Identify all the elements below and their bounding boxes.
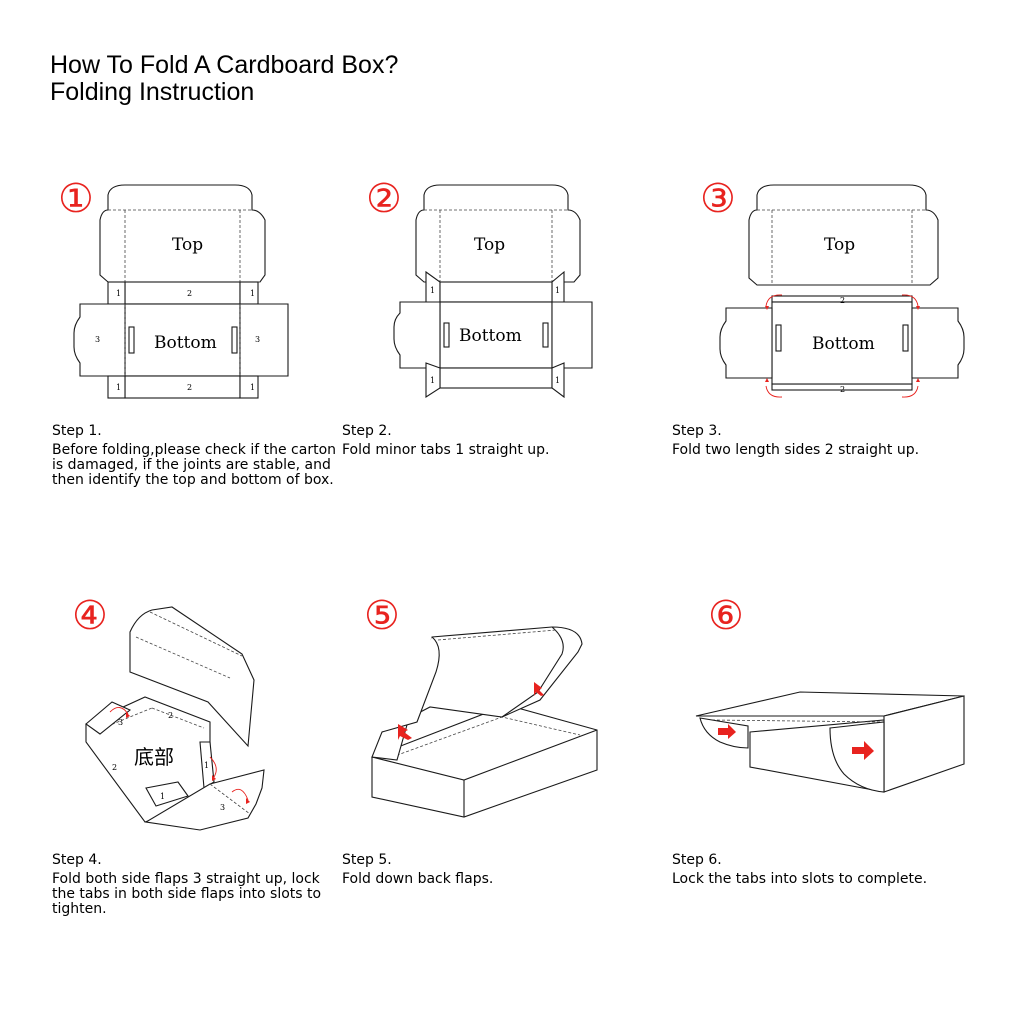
step-5: ⑤ Step 5. Fold down back flaps. <box>342 592 642 932</box>
step-description: Lock the tabs into slots to complete. <box>672 871 928 887</box>
flap-3-label: 3 <box>220 803 225 812</box>
bottom-panel-label: Bottom <box>154 333 217 353</box>
step-heading: Step 6. <box>672 852 722 868</box>
step-4-diagram: 底部 3 2 2 1 1 3 <box>85 606 265 831</box>
step-3-diagram: Top Bottom 2 2 <box>719 184 965 398</box>
tab-1-label: 1 <box>430 286 435 295</box>
step-number: ⑤ <box>364 593 400 639</box>
step-1-diagram: Top Bottom 1 2 1 3 3 1 2 1 <box>73 184 289 399</box>
step-5-diagram <box>371 626 598 818</box>
tab-1-label: 1 <box>204 761 209 770</box>
step-4: 底部 3 2 2 1 1 3 ④ Step 4. Fold both side … <box>50 592 350 932</box>
side-2-label: 2 <box>187 383 192 392</box>
side-2-label: 2 <box>840 385 845 394</box>
side-2-label: 2 <box>840 296 845 305</box>
step-3: Top Bottom 2 2 ③ Step 3. Fold two length… <box>672 175 972 515</box>
tab-1-label: 1 <box>555 376 560 385</box>
step-number: ③ <box>700 176 736 222</box>
step-heading: Step 3. <box>672 423 722 439</box>
page-title: How To Fold A Cardboard Box? <box>50 51 399 79</box>
step-heading: Step 1. <box>52 423 102 439</box>
step-description: Before folding,please check if the carto… <box>52 442 337 488</box>
step-1: Top Bottom 1 2 1 3 3 1 2 1 ① Step 1. Bef… <box>50 175 350 515</box>
bottom-panel-cn-label: 底部 <box>134 745 174 769</box>
step-description: Fold both side flaps 3 straight up, lock… <box>52 871 322 917</box>
page-subtitle: Folding Instruction <box>50 78 255 106</box>
step-heading: Step 5. <box>342 852 392 868</box>
side-2-label: 2 <box>168 711 173 720</box>
tab-1-label: 1 <box>116 383 121 392</box>
flap-3-label: 3 <box>118 718 123 727</box>
tab-1-label: 1 <box>250 383 255 392</box>
side-2-label: 2 <box>112 763 117 772</box>
step-2-diagram: Top Bottom 1 1 1 1 <box>393 184 593 399</box>
tab-1-label: 1 <box>555 286 560 295</box>
flap-3-label: 3 <box>95 335 100 344</box>
tab-1-label: 1 <box>250 289 255 298</box>
top-panel-label: Top <box>474 235 505 255</box>
step-number: ④ <box>72 593 108 639</box>
bottom-panel-label: Bottom <box>459 326 522 346</box>
step-6: ⑥ Step 6. Lock the tabs into slots to co… <box>672 592 972 932</box>
step-heading: Step 2. <box>342 423 392 439</box>
step-number: ② <box>366 176 402 222</box>
step-6-diagram <box>695 691 965 793</box>
step-heading: Step 4. <box>52 852 102 868</box>
step-description: Fold two length sides 2 straight up. <box>672 442 920 458</box>
step-number: ⑥ <box>708 593 744 639</box>
top-panel-label: Top <box>824 235 855 255</box>
step-description: Fold minor tabs 1 straight up. <box>342 442 550 458</box>
tab-1-label: 1 <box>160 792 165 801</box>
top-panel-label: Top <box>172 235 203 255</box>
tab-1-label: 1 <box>116 289 121 298</box>
step-number: ① <box>58 176 94 222</box>
side-2-label: 2 <box>187 289 192 298</box>
tab-1-label: 1 <box>430 376 435 385</box>
step-description: Fold down back flaps. <box>342 871 494 887</box>
bottom-panel-label: Bottom <box>812 334 875 354</box>
flap-3-label: 3 <box>255 335 260 344</box>
step-2: Top Bottom 1 1 1 1 ② Step 2. Fold minor … <box>342 175 642 515</box>
